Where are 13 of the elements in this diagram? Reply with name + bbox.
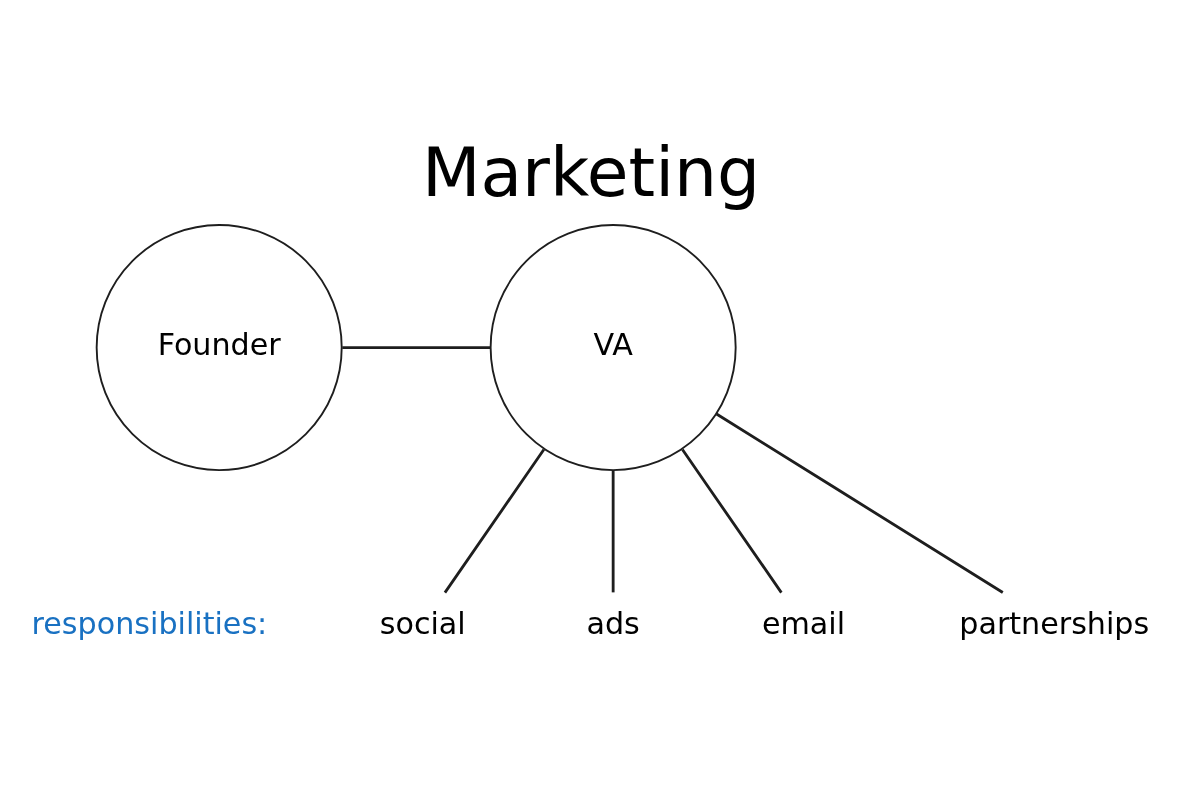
connector [681, 448, 783, 593]
connector [715, 412, 1004, 594]
node-text: ads [586, 605, 640, 641]
connector [342, 345, 491, 349]
label: responsibilities: [31, 605, 268, 641]
node-circle: VA [489, 223, 737, 471]
diagram-title: Marketing [421, 132, 761, 212]
connector [611, 469, 615, 592]
node-text: email [761, 605, 846, 641]
node-circle: Founder [95, 223, 343, 471]
node-text: social [379, 605, 466, 641]
node-text: partnerships [959, 605, 1150, 641]
connector [443, 448, 546, 593]
